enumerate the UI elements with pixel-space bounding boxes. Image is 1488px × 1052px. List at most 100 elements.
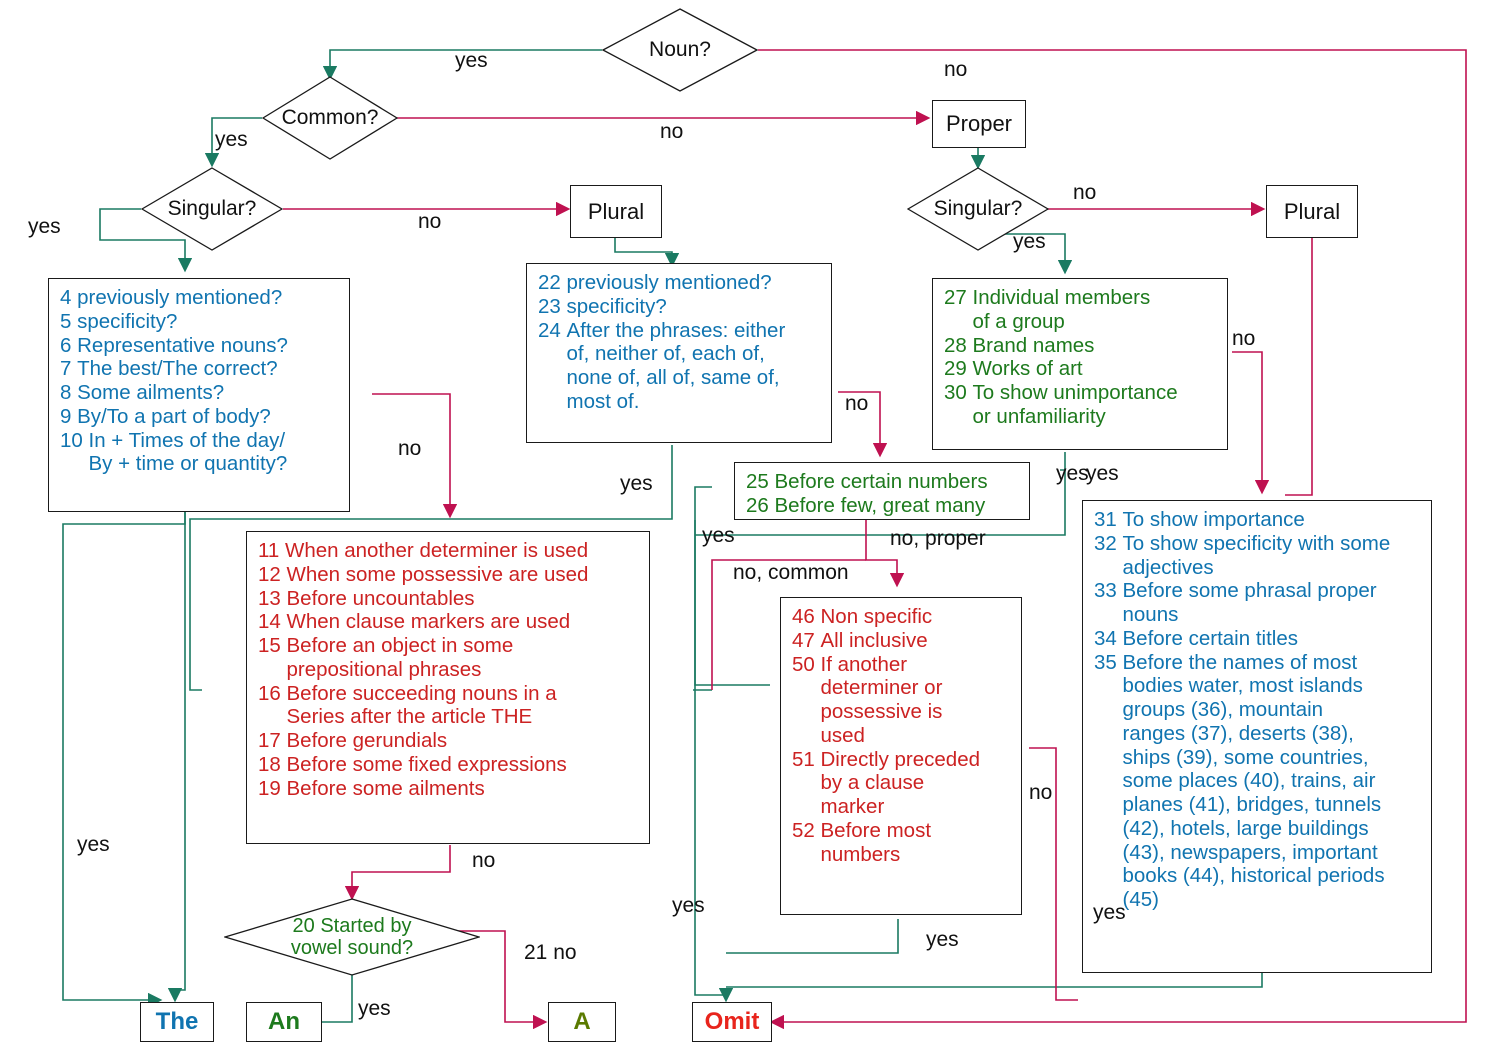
- state-plural-common[interactable]: Plural: [570, 185, 662, 238]
- rule-item: 25 Before certain numbers: [746, 470, 1020, 494]
- rule-item-number: 12: [258, 562, 287, 586]
- rule-item-number: 51: [792, 747, 821, 771]
- rule-item-number: 6: [60, 333, 78, 357]
- terminal-the[interactable]: The: [140, 1002, 214, 1042]
- rule-item-number: 30: [944, 381, 973, 405]
- rule-item-text: The best/The correct?: [77, 357, 278, 381]
- decision-noun-label: Noun?: [649, 38, 711, 62]
- rule-item-number: 13: [258, 586, 287, 610]
- edge-label-vowel-no: 21 no: [524, 941, 577, 964]
- decision-singular-common[interactable]: Singular?: [141, 167, 283, 251]
- rule-item: 22 previously mentioned?: [538, 271, 822, 295]
- rule-item-number: 32: [1094, 531, 1123, 555]
- rule-item: 28 Brand names: [944, 334, 1218, 358]
- edge-label-sing-proper-no: no: [1073, 181, 1097, 204]
- rule-item: 9 By/To a part of body?: [60, 405, 340, 429]
- rule-item: 18 Before some fixed expressions: [258, 753, 640, 777]
- rule-item-text: To show importance: [1122, 508, 1305, 531]
- decision-singular-proper[interactable]: Singular?: [907, 167, 1049, 251]
- edge-label-box22-no: no: [845, 392, 869, 415]
- rule-item-number: 35: [1094, 650, 1123, 674]
- rule-item-text: Representative nouns?: [77, 333, 288, 357]
- rule-item-number: 24: [538, 318, 567, 342]
- state-proper[interactable]: Proper: [932, 100, 1026, 148]
- rule-item-text: Before certain numbers: [774, 470, 988, 493]
- terminal-an[interactable]: An: [246, 1002, 322, 1042]
- rule-item-number: 16: [258, 681, 287, 705]
- rule-item: 19 Before some ailments: [258, 777, 640, 801]
- state-plural-proper[interactable]: Plural: [1266, 185, 1358, 238]
- rule-item: 10 In + Times of the day/By + time or qu…: [60, 429, 340, 477]
- edge-label-noun-yes: yes: [455, 49, 488, 72]
- rule-item-text: Before some fixed expressions: [286, 752, 567, 776]
- rule-item-text: specificity?: [77, 309, 178, 333]
- rule-item: 5 specificity?: [60, 310, 340, 334]
- rule-item-number: 19: [258, 776, 287, 800]
- rule-item: 11 When another determiner is used: [258, 539, 640, 563]
- rule-item-text: Before few, great many: [774, 493, 986, 517]
- decision-noun[interactable]: Noun?: [602, 8, 758, 92]
- edge-label-box11-no: no: [472, 849, 496, 872]
- terminal-omit[interactable]: Omit: [692, 1002, 772, 1042]
- rule-item-number: 5: [60, 309, 78, 333]
- rulebox-common-singular-the[interactable]: 4 previously mentioned?5 specificity?6 R…: [48, 278, 350, 512]
- rulebox-common-plural-the[interactable]: 22 previously mentioned?23 specificity?2…: [526, 263, 832, 443]
- terminal-omit-label: Omit: [704, 1008, 760, 1035]
- rule-item-text: When another determiner is used: [284, 539, 589, 562]
- edge-label-vowel-yes: yes: [358, 997, 391, 1020]
- rule-item-number: 46: [792, 605, 821, 628]
- rule-item: 26 Before few, great many: [746, 494, 1020, 518]
- rule-item-text: previously mentioned?: [77, 286, 283, 309]
- edge-label-box2526-no-proper: no, proper: [890, 527, 986, 550]
- rule-item: 23 specificity?: [538, 295, 822, 319]
- rule-item: 8 Some ailments?: [60, 381, 340, 405]
- rule-item: 47 All inclusive: [792, 629, 1012, 653]
- rule-item-text: Before certain titles: [1122, 626, 1298, 650]
- rule-item-number: 11: [258, 539, 285, 562]
- rule-item: 6 Representative nouns?: [60, 334, 340, 358]
- edge-label-box4-no: no: [398, 437, 422, 460]
- edge-label-box2526-yes-left: yes: [702, 524, 735, 547]
- terminal-a[interactable]: A: [548, 1002, 616, 1042]
- rule-item-text: In + Times of the day/By + time or quant…: [88, 428, 288, 476]
- rule-item-number: 50: [792, 652, 821, 676]
- rule-item-text: By/To a part of body?: [77, 404, 271, 428]
- state-plural-common-label: Plural: [587, 198, 645, 224]
- edge-label-sing-common-yes: yes: [28, 215, 61, 238]
- rule-item-text: Before some ailments: [286, 776, 485, 800]
- rule-item-number: 52: [792, 818, 821, 842]
- rule-item-number: 34: [1094, 626, 1123, 650]
- decision-common[interactable]: Common?: [262, 76, 398, 160]
- edge-label-common-no: no: [660, 120, 684, 143]
- terminal-an-label: An: [268, 1008, 300, 1035]
- edge-label-box27-yes: yes: [1086, 462, 1119, 485]
- rule-item-text: Before uncountables: [286, 586, 475, 610]
- edge-label-the-left-yes: yes: [77, 833, 110, 856]
- decision-common-label: Common?: [281, 106, 379, 130]
- rule-item-number: 23: [538, 294, 567, 318]
- rule-item-text: specificity?: [566, 294, 667, 318]
- decision-singular-proper-label: Singular?: [933, 197, 1023, 221]
- rule-item: 7 The best/The correct?: [60, 357, 340, 381]
